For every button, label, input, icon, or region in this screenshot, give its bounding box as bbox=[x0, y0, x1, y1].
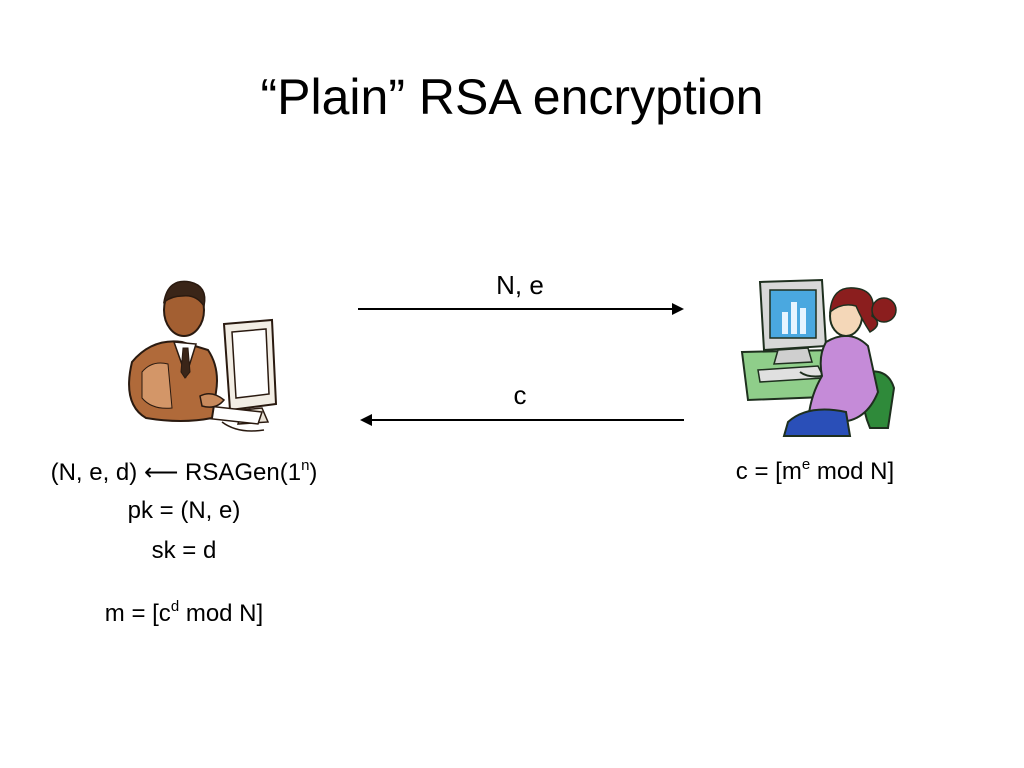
encrypt-prefix: c = [m bbox=[735, 458, 802, 485]
public-key-line: pk = (N, e) bbox=[127, 497, 241, 524]
keygen-line: (N, e, d) ⟵ RSAGen(1n) bbox=[24, 458, 344, 487]
keygen-prefix: (N, e, d) bbox=[50, 459, 144, 486]
man-at-computer-icon bbox=[128, 280, 278, 432]
keygen-func: RSAGen(1 bbox=[178, 459, 302, 486]
decrypt-prefix: m = [c bbox=[104, 600, 171, 627]
decrypt-line: m = [cd mod N] bbox=[24, 598, 344, 628]
arrow-to-receiver bbox=[358, 303, 684, 315]
woman-at-computer-icon bbox=[740, 278, 897, 437]
decrypt-exponent: d bbox=[170, 598, 180, 615]
secret-key-line: sk = d bbox=[151, 537, 217, 564]
message-public-key: N, e bbox=[496, 270, 544, 300]
keygen-suffix: ) bbox=[309, 459, 318, 486]
keygen-exponent: n bbox=[301, 457, 310, 474]
encrypt-suffix: mod N] bbox=[810, 458, 895, 485]
encrypt-line: c = [me mod N] bbox=[700, 456, 930, 486]
encrypt-exponent: e bbox=[801, 456, 811, 473]
decrypt-suffix: mod N] bbox=[179, 600, 264, 627]
left-arrow-symbol: ⟵ bbox=[143, 459, 179, 486]
slide-title: “Plain” RSA encryption bbox=[260, 69, 764, 125]
arrow-to-sender bbox=[360, 414, 684, 426]
message-ciphertext: c bbox=[513, 380, 527, 410]
